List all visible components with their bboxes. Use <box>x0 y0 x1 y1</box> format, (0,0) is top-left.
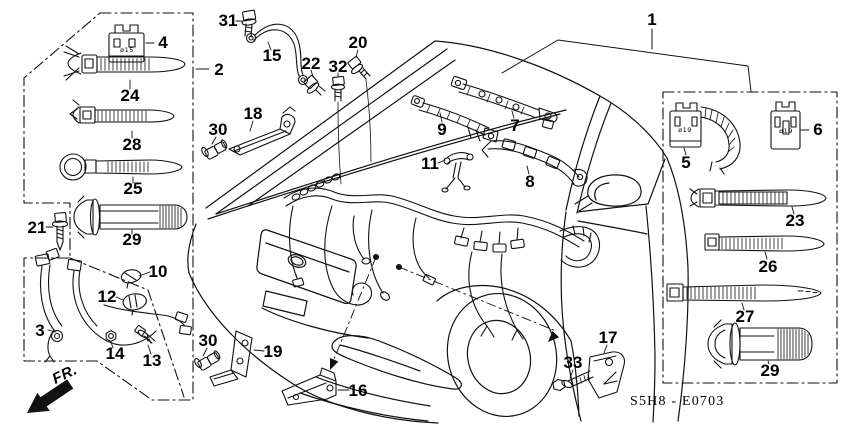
callout-18-17: 18 <box>243 104 263 123</box>
callout-27-26: 27 <box>735 307 755 326</box>
part-6-clip <box>770 101 801 150</box>
callout-33-34: 33 <box>563 353 583 372</box>
callout-11-10: 11 <box>421 154 439 173</box>
callout-13-12: 13 <box>142 351 162 370</box>
callout-30-30: 30 <box>208 120 228 139</box>
part-32-bolt <box>330 75 346 185</box>
part4-diameter-label: ø15 <box>120 46 134 54</box>
callout-4-3: 4 <box>158 33 168 52</box>
part-10-clip <box>120 269 142 289</box>
part6-diameter-label: ø19 <box>779 127 793 135</box>
front-wheel <box>446 292 558 418</box>
callout-16-15: 16 <box>348 381 368 400</box>
right-panel-border <box>662 91 838 384</box>
part-26-cable-tie <box>704 233 825 252</box>
callout-28-27: 28 <box>122 135 142 154</box>
license-plate <box>262 290 308 317</box>
part5-diameter-label: ø19 <box>678 126 692 134</box>
part-14-nut <box>105 329 117 343</box>
part-27-cable-tie <box>666 283 822 302</box>
part-19-bracket <box>209 330 253 387</box>
callout-14-13: 14 <box>105 344 125 363</box>
part-4-clip <box>108 24 145 63</box>
callout-30-31: 30 <box>198 331 218 350</box>
part-30-grommet-bottom <box>194 350 221 371</box>
callout-29-29: 29 <box>760 361 780 380</box>
part-11-clamp <box>441 152 474 193</box>
callout-32-33: 32 <box>328 57 348 76</box>
callout-20-19: 20 <box>348 33 368 52</box>
h-badge <box>287 254 307 268</box>
callout-19-18: 19 <box>263 342 283 361</box>
callout-25-24: 25 <box>123 179 143 198</box>
part-16-bracket <box>281 367 337 406</box>
callout-12-11: 12 <box>97 287 117 306</box>
part-21-bolt <box>51 212 69 251</box>
engine-wire-harness <box>283 173 601 341</box>
callout-1-0: 1 <box>647 10 657 29</box>
callout-8-7: 8 <box>525 172 535 191</box>
diagram-code: S5H8 - E0703 <box>630 394 725 409</box>
callout-3-2: 3 <box>35 321 45 340</box>
part-29-cable-tie-left <box>73 195 188 239</box>
part-23-cable-tie <box>689 188 827 208</box>
side-mirror <box>587 174 642 207</box>
left-panel-border <box>23 12 194 401</box>
part-20-bolt <box>347 56 372 163</box>
part-24-cable-tie <box>63 45 186 81</box>
part-13-bolt <box>134 325 156 344</box>
part-17-bracket <box>587 351 625 399</box>
part-28-cable-tie <box>69 99 175 124</box>
callout-21-20: 21 <box>27 218 47 237</box>
part-33-bolt <box>552 370 594 392</box>
part-15-ground-cable <box>245 23 309 86</box>
callout-5-4: 5 <box>681 153 691 172</box>
part-12-clip <box>122 293 147 316</box>
callout-7-6: 7 <box>510 116 520 135</box>
headlight <box>331 335 462 390</box>
left-panel-divider <box>69 257 185 398</box>
part-29-cable-tie-right <box>707 319 813 369</box>
part-8-harness-stay <box>481 138 588 187</box>
grille <box>256 229 357 305</box>
callout-26-25: 26 <box>758 257 778 276</box>
part-9-harness-stay <box>410 95 499 143</box>
part-22-bolt <box>303 74 326 96</box>
leader-lines <box>330 253 559 370</box>
callout-24-23: 24 <box>120 86 140 105</box>
part-30-grommet-top <box>201 139 228 160</box>
car-outline <box>187 40 689 424</box>
part-25-ring-cable-tie <box>59 153 183 181</box>
part-18-bracket <box>228 106 296 156</box>
callout-10-9: 10 <box>148 262 168 281</box>
callout-17-16: 17 <box>598 328 618 347</box>
callout-15-14: 15 <box>262 46 282 65</box>
panel-borders <box>23 12 838 401</box>
callout-22-21: 22 <box>301 54 321 73</box>
callout-31-32: 31 <box>218 11 238 30</box>
callout-23-22: 23 <box>785 211 805 230</box>
fr-direction-arrow <box>27 379 74 413</box>
callout-6-5: 6 <box>813 120 823 139</box>
callout-29-28: 29 <box>122 230 142 249</box>
callout-2-1: 2 <box>214 60 224 79</box>
part-3-ground-cable <box>34 247 192 363</box>
part-7-harness-stay <box>450 76 558 130</box>
callout-9-8: 9 <box>437 120 447 139</box>
part-5-clip <box>669 102 741 175</box>
callout-leaders <box>45 20 810 391</box>
part-31-bolt <box>241 9 257 38</box>
callout-bracket-1 <box>501 28 752 92</box>
